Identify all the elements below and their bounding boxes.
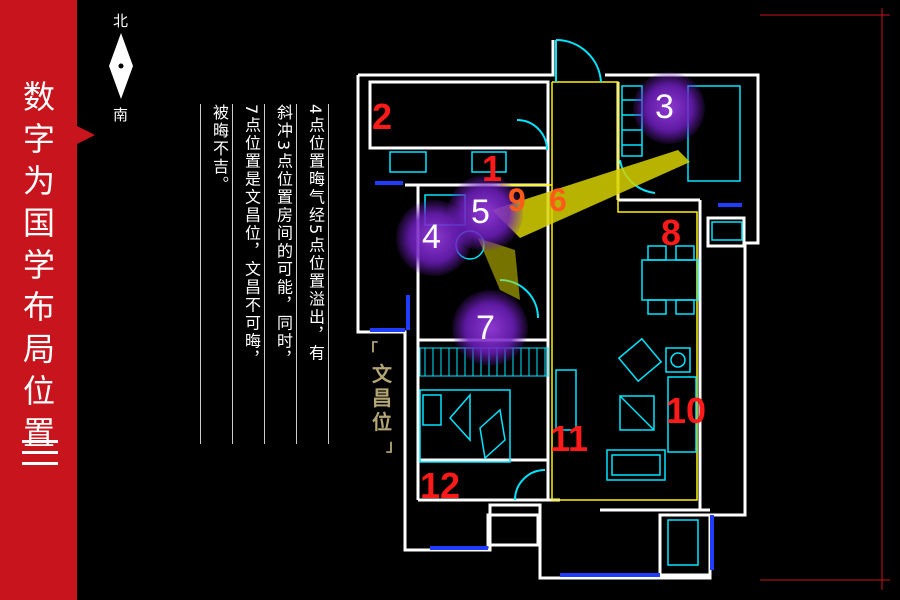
marker-3: 3 — [655, 88, 674, 126]
influence-arrow — [478, 238, 520, 300]
side-banner — [0, 0, 77, 600]
divider — [264, 104, 265, 444]
walls — [356, 40, 760, 580]
banner-title: 数字为国学布局位置 — [22, 78, 55, 452]
marker-9: 9 — [508, 182, 526, 218]
wenchang-bracket-close: 」 — [385, 436, 402, 455]
wenchang-bracket-open: 「 — [362, 340, 379, 359]
banner-bars-icon — [22, 440, 58, 473]
marker-6: 6 — [549, 182, 567, 218]
marker-10: 10 — [666, 390, 707, 431]
crop-marks — [760, 8, 890, 590]
divider — [296, 104, 297, 444]
wenchang-text: 文昌位 — [372, 362, 392, 434]
divider — [328, 104, 329, 444]
marker-11: 11 — [550, 418, 589, 459]
marker-5-glow — [447, 175, 523, 251]
description-line-2: 斜冲3点位置房间的可能，同时， — [274, 104, 293, 369]
marker-8: 8 — [661, 212, 682, 253]
marker-7-glow — [452, 290, 528, 366]
marker-7: 7 — [476, 309, 495, 347]
compass-south-label: 南 — [113, 106, 129, 124]
marker-3-glow — [633, 72, 705, 144]
description-line-1: 4点位置晦气经5点位置溢出，有 — [306, 104, 325, 363]
compass-north-label: 北 — [113, 12, 129, 30]
marker-5: 5 — [471, 193, 490, 231]
marker-2: 2 — [372, 96, 393, 137]
description-line-4: 被晦不吉。 — [210, 104, 229, 194]
divider — [232, 104, 233, 444]
description-line-3: 7点位置是文昌位，文昌不可晦， — [242, 104, 261, 369]
banner-pointer — [77, 126, 95, 144]
marker-12: 12 — [420, 465, 461, 506]
wenchang-label: 「 文昌位 」 — [362, 338, 402, 458]
windows — [370, 181, 742, 577]
divider — [200, 104, 201, 444]
influence-arrow — [492, 150, 690, 238]
marker-4: 4 — [422, 218, 441, 256]
marker-1: 1 — [482, 148, 503, 189]
